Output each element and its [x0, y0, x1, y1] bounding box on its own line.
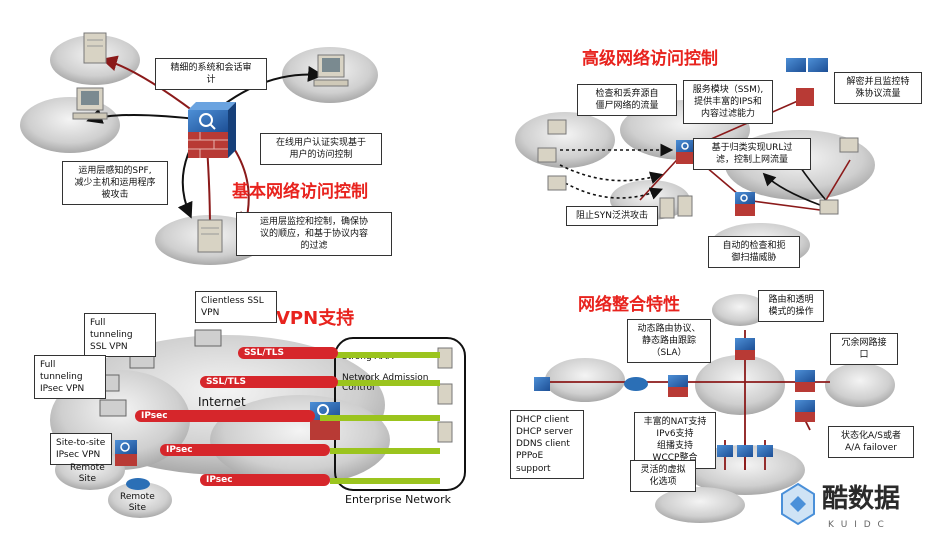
bl-tunnel-ipsec-1: IPsec — [135, 410, 315, 422]
bl-callout-site: Site-to-site IPsec VPN — [50, 433, 112, 466]
bl-tunnel-ipsec-2: IPsec — [160, 444, 330, 456]
tl-pc-left — [72, 87, 108, 120]
bl-tunnel-ipsec-3: IPsec — [200, 474, 330, 486]
tr-firewall-center — [676, 140, 696, 164]
tl-callout-user-auth: 在线用户认证实现基于 用户的访问控制 — [260, 133, 382, 166]
tl-firewall-icon — [188, 102, 236, 158]
bl-green-2 — [320, 380, 440, 386]
tr-firewall-right — [735, 192, 755, 216]
bl-green-3 — [320, 415, 440, 421]
br-callout-nat: 丰富的NAT支持 IPv6支持 组播支持 WCCP整合 — [634, 412, 716, 469]
tr-callout-botnet: 检查和丢弃源自 僵尸网络的流量 — [577, 84, 677, 117]
br-callout-dhcp: DHCP client DHCP server DDNS client PPPo… — [510, 410, 584, 479]
tr-callout-syn: 阻止SYN泛洪攻击 — [566, 206, 658, 227]
bl-callout-full-ipsec: Full tunneling IPsec VPN — [34, 355, 106, 400]
watermark-brand: 酷数据 — [822, 484, 901, 514]
br-firewall-left — [534, 377, 550, 391]
bl-remote-site-1: Remote Site — [70, 463, 105, 484]
watermark-sub: K U I D C — [828, 520, 886, 530]
bl-callout-clientless: Clientless SSL VPN — [195, 291, 277, 324]
tl-callout-app-control: 运用层监控和控制，确保协 议的顺应，和基于协议内容 的过滤 — [236, 212, 392, 257]
tr-routers-top — [786, 58, 828, 106]
tr-callout-decrypt: 解密并且监控特 殊协议流量 — [834, 72, 922, 105]
bl-tunnel-ssl-1: SSL/TLS — [238, 347, 338, 359]
tl-server-top — [83, 32, 107, 64]
bl-firewall-site — [115, 440, 137, 466]
br-callout-transparent: 路由和透明 模式的操作 — [758, 290, 824, 323]
tl-pc-right — [313, 54, 349, 87]
tr-callout-scan: 自动的检查和扼 御扫描威胁 — [708, 236, 800, 269]
bl-internet-label: Internet — [198, 395, 246, 409]
bl-servers — [437, 347, 453, 443]
bl-callout-full-ssl: Full tunneling SSL VPN — [84, 313, 156, 358]
bl-green-1 — [320, 352, 440, 358]
bl-green-5 — [330, 478, 440, 484]
watermark-logo-icon — [780, 482, 816, 526]
bl-firewall-main — [310, 402, 340, 440]
bl-aaa-label: Strong AAA Network Admission Control — [342, 352, 429, 394]
br-title: 网络整合特性 — [578, 295, 680, 315]
tr-title: 高级网络访问控制 — [582, 49, 718, 69]
bl-green-4 — [330, 448, 440, 454]
br-firewall-sla — [668, 375, 688, 397]
br-firewalls-virtual — [717, 445, 773, 457]
tr-clouds — [515, 100, 875, 267]
br-callout-virtual: 灵活的虚拟 化选项 — [630, 460, 696, 493]
br-router — [624, 377, 648, 391]
tl-callout-audit: 精细的系统和会话审 计 — [155, 58, 267, 91]
br-firewall-top — [735, 338, 755, 360]
tr-pcs — [537, 119, 859, 219]
bl-tunnel-ssl-2: SSL/TLS — [200, 376, 338, 388]
tr-callout-ssm: 服务模块（SSM), 提供丰富的IPS和 内容过滤能力 — [683, 80, 773, 125]
bl-title: VPN支持 — [276, 308, 355, 329]
tl-server-bottom — [197, 219, 223, 253]
tl-callout-spf: 运用层感知的SPF, 减少主机和运用程序 被攻击 — [62, 161, 168, 206]
br-callout-routing: 动态路由协议、 静态路由跟踪 （SLA） — [627, 319, 711, 364]
br-callout-failover: 状态化A/S或者 A/A failover — [828, 426, 914, 459]
tl-title: 基本网络访问控制 — [232, 182, 368, 202]
tr-callout-url: 基于归类实现URL过 滤，控制上网流量 — [693, 138, 811, 171]
bl-remote-site-2: Remote Site — [120, 492, 155, 513]
br-callout-redundant: 冗余网路接 口 — [830, 333, 898, 366]
bl-enterprise-label: Enterprise Network — [345, 493, 452, 506]
bl-router-remote — [126, 478, 150, 490]
br-firewall-right — [795, 370, 815, 422]
